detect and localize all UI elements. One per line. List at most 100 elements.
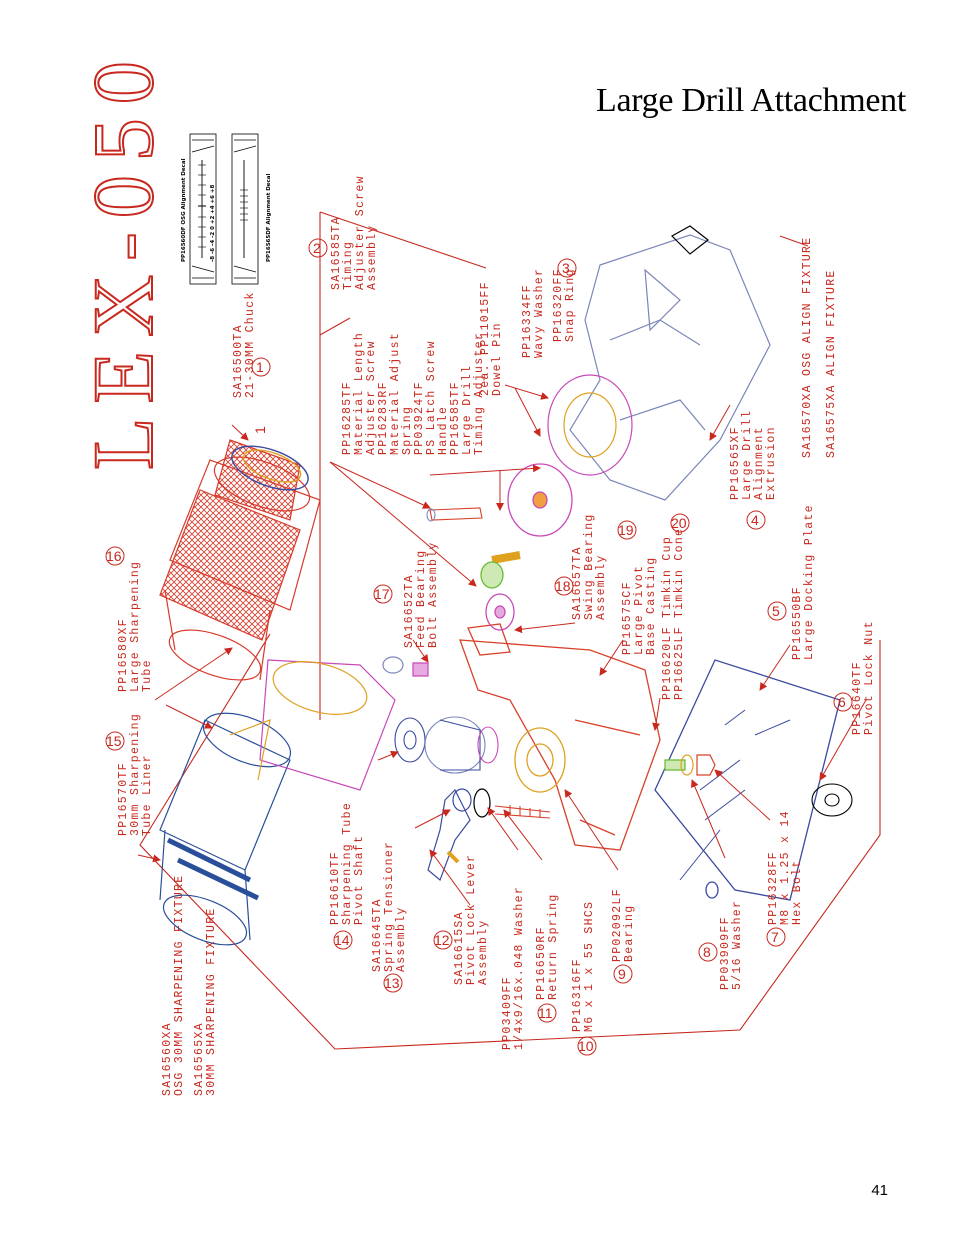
label-n5: PP16550BFLarge Docking Plate [791,504,816,660]
label-n18: SA16657TASwing BearingAssembly [571,513,608,620]
svg-text:SA16657TASwing BearingAssembly: SA16657TASwing BearingAssembly [571,513,608,620]
label-n4: PP16565XFLarge DrillAlignmentExtrusion [729,410,778,500]
pivot-lock-nut [811,783,853,817]
label-n3: PP16320FFSnap Ring [552,268,577,342]
spring-tensioner [477,726,499,764]
callout-10: 10 [578,1038,594,1054]
svg-text:SA16585TATimingAdjuster ScrewA: SA16585TATimingAdjuster ScrewAssembly [330,175,379,290]
callout-18: 18 [555,578,571,594]
callout-4: 4 [751,512,759,528]
label-n12: SA16615SAPivot Lock LeverAssembly [453,854,490,985]
label-n11: PP16650RFReturn Spring [535,893,560,1000]
callout-16: 16 [106,548,122,564]
svg-text:PP02092LFBearing: PP02092LFBearing [611,888,636,962]
snap-ring [547,374,633,476]
hex-bolt [664,754,716,776]
svg-text:1: 1 [252,426,268,434]
label-n13: SA16645TASpring TensionerAssembly [371,841,408,972]
svg-text:LEX-050: LEX-050 [75,47,171,470]
page-number: 41 [871,1182,888,1199]
alignment-extrusion [569,225,771,501]
callout-6: 6 [838,694,846,710]
svg-text:PP16316FFM6 x 1 x 55 SHCS: PP16316FFM6 x 1 x 55 SHCS [571,901,596,1032]
callout-2: 2 [313,240,321,256]
ps-latch-screw-handle [426,507,483,522]
label-wavy: PP16334FFWavy Washer [521,268,546,358]
washer-part [473,788,491,818]
pivot-lock-lever [427,788,472,882]
label-n17: SA16652TAFeed BearingBolt Assembly [403,541,440,648]
svg-text:PP16640TFPivot Lock Nut: PP16640TFPivot Lock Nut [851,620,876,735]
large-sharpening-tube [159,439,321,681]
label-n2: SA16585TATimingAdjuster ScrewAssembly [330,175,379,290]
shcs-bolt [494,805,551,819]
svg-text:PP03409FF1/4x9/16x.048 Washer: PP03409FF1/4x9/16x.048 Washer [501,886,526,1050]
callout-9: 9 [618,966,626,982]
svg-text:SA16500TA21-30MM Chuck: SA16500TA21-30MM Chuck [232,291,257,398]
callout-19: 19 [618,522,634,538]
svg-text:SA16560XAOSG 30MM SHARPENING F: SA16560XAOSG 30MM SHARPENING FIXTURESA16… [161,875,218,1096]
svg-text:PP16328FFM8 x 1.25 x 14Hex Bol: PP16328FFM8 x 1.25 x 14Hex Bolt [767,810,804,925]
timing-adjuster [507,463,573,537]
swing-bearing [485,593,515,631]
svg-text:PP16285TFMaterial LengthAdjust: PP16285TFMaterial LengthAdjuster Screw P… [341,332,486,455]
callout-11: 11 [538,1005,553,1021]
label-n16: PP16580XFLarge SharpeningTube [117,561,154,692]
large-docking-plate [654,659,841,901]
brand-logo: LEX-050 [74,46,172,471]
svg-text:PP16580XFLarge SharpeningTube: PP16580XFLarge SharpeningTube [117,561,154,692]
svg-text:PP16620LF Timkin CupPP16625LF: PP16620LF Timkin CupPP16625LF Timkin Con… [661,528,686,700]
label-n10: PP16316FFM6 x 1 x 55 SHCS [571,901,596,1032]
svg-text:PP16565DF Alignment Decal: PP16565DF Alignment Decal [266,173,272,262]
pivot-base-casting [459,623,661,851]
svg-text:PP16560DF OSG Alignment Decal: PP16560DF OSG Alignment Decal [181,158,187,262]
label-n6: PP16640TFPivot Lock Nut [851,620,876,735]
callout-numbers [105,238,853,1056]
svg-text:-8 -6 -4 -2 0 +2 +4 +6: -8 -6 -4 -2 0 +2 +4 +6 +8 [210,185,216,262]
label-n9: PP02092LFBearing [611,888,636,962]
feed-bearing-bolt [382,656,429,677]
callout-13: 13 [384,975,400,991]
svg-text:SA16645TASpring TensionerAssem: SA16645TASpring TensionerAssembly [371,841,408,972]
svg-text:SA16652TAFeed BearingBolt Asse: SA16652TAFeed BearingBolt Assembly [403,541,440,648]
callout-14: 14 [334,932,350,948]
callout-1: 1 [256,359,264,375]
callout-12: 12 [434,932,450,948]
svg-text:PP16320FFSnap Ring: PP16320FFSnap Ring [552,268,577,342]
fixture-outline [139,211,881,1050]
svg-text:PP16550BFLarge Docking Plate: PP16550BFLarge Docking Plate [791,504,816,660]
label-washer: PP03409FF1/4x9/16x.048 Washer [501,886,526,1050]
label-mid-column: PP16285TFMaterial LengthAdjuster Screw P… [341,332,486,455]
label-n1: SA16500TA21-30MM Chuck 1 [232,291,268,434]
pivot-shaft [394,716,486,774]
svg-text:PP16575CFLarge PivotBase Casti: PP16575CFLarge PivotBase Casting [621,557,658,655]
callout-5: 5 [772,603,780,619]
callout-7: 7 [771,929,779,945]
label-dowel: 2ea. PP11015FFDowel Pin [479,281,504,396]
svg-text:SA16615SAPivot Lock LeverAssem: SA16615SAPivot Lock LeverAssembly [453,854,490,985]
label-n8: PP03909FF5/16 Washer [719,900,744,990]
callout-8: 8 [703,944,711,960]
osg-alignment-decal: -8 -6 -4 -2 0 +2 +4 +6 +8 PP16560DF OSG … [181,133,217,285]
svg-text:PP03909FF5/16 Washer: PP03909FF5/16 Washer [719,900,744,990]
svg-text:PP16650RFReturn Spring: PP16650RFReturn Spring [535,893,560,1000]
svg-text:2ea. PP11015FFDowel Pin: 2ea. PP11015FFDowel Pin [479,281,504,396]
label-n14: PP16610TFSharpening TubePivot Shaft [329,802,366,925]
svg-text:PP16565XFLarge DrillAlignmentE: PP16565XFLarge DrillAlignmentExtrusion [729,410,778,500]
tube-liner [159,712,292,946]
svg-text:PP16610TFSharpening TubePivot: PP16610TFSharpening TubePivot Shaft [329,802,366,925]
page-title: Large Drill Attachment [595,82,906,119]
sharpening-tube-housing [229,659,396,791]
label-n7: PP16328FFM8 x 1.25 x 14Hex Bolt [767,810,804,925]
label-n19: PP16575CFLarge PivotBase Casting [621,557,658,655]
chuck-ring [231,445,309,491]
material-adjust-spring [480,551,521,589]
callout-15: 15 [106,733,122,749]
callout-leaders [137,384,867,906]
label-n15: PP16570TF30mm SharpeningTube Liner [117,713,154,836]
callout-17: 17 [374,586,390,602]
